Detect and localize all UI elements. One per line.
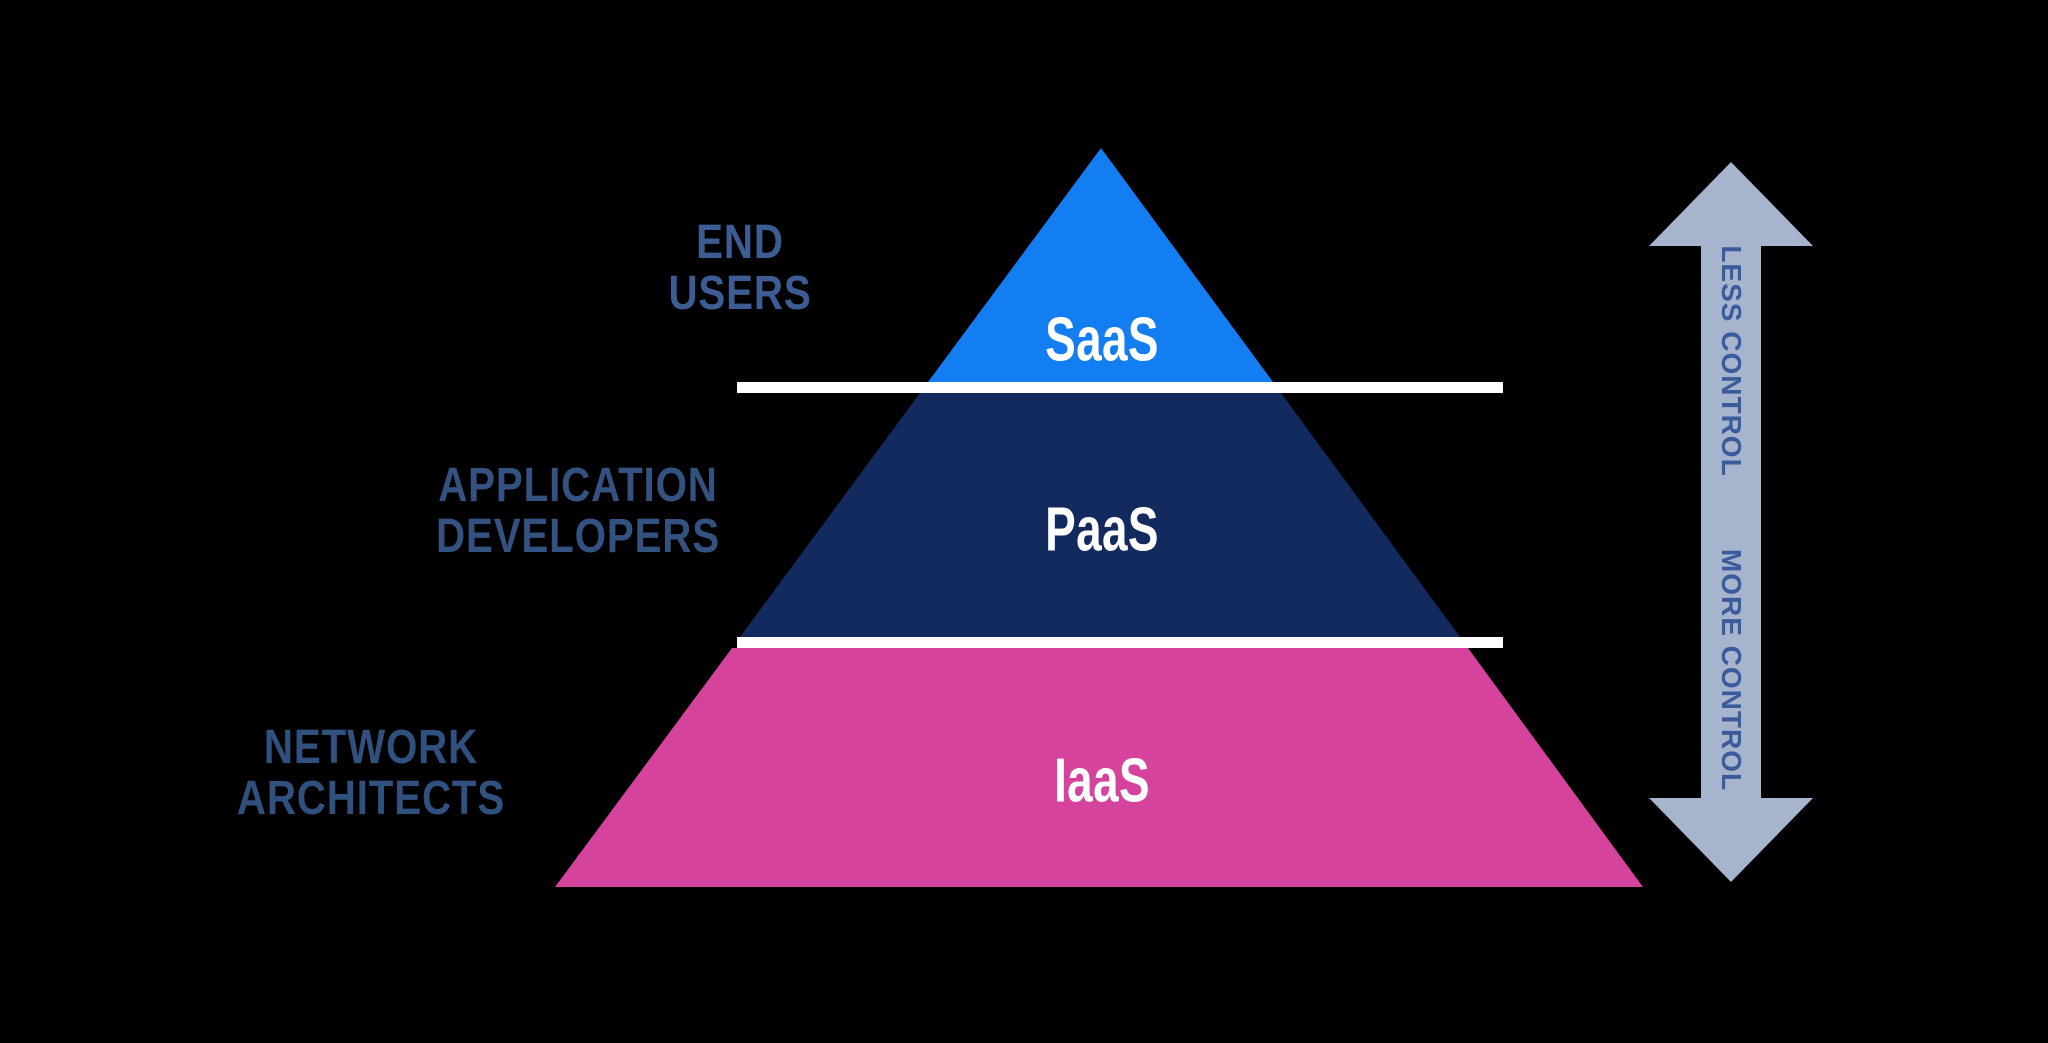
saas-layer-shape [928, 148, 1273, 382]
application-developers-label: APPLICATION DEVELOPERS [436, 459, 720, 563]
more-control-label: MORE CONTROL [1716, 548, 1747, 792]
iaas-label: IaaS [1054, 746, 1150, 816]
end-users-label: END USERS [668, 216, 812, 320]
control-double-arrow-icon [1649, 162, 1813, 882]
less-control-label: LESS CONTROL [1716, 245, 1747, 477]
paas-label: PaaS [1045, 495, 1159, 565]
divider-line-paas-iaas [737, 637, 1503, 648]
paas-layer-shape [740, 393, 1460, 637]
network-architects-label: NETWORK ARCHITECTS [236, 721, 506, 825]
saas-label: SaaS [1045, 305, 1159, 375]
divider-line-saas-paas [737, 382, 1503, 393]
iaas-layer-shape [555, 648, 1643, 887]
